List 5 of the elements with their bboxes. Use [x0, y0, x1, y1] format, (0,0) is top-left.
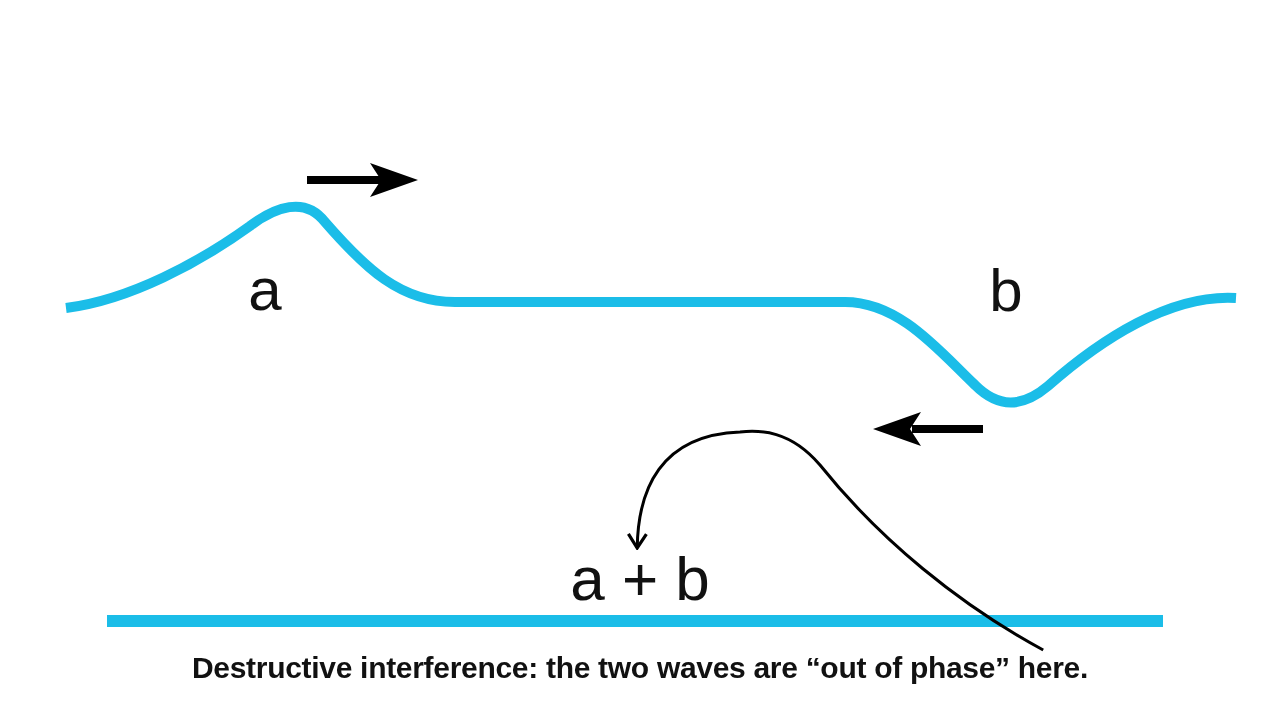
wave-label: b [989, 261, 1023, 321]
wave-label: a [248, 260, 282, 320]
caption-text: Destructive interference: the two waves are “out of phase” here. [191, 650, 1089, 686]
leader-line [627, 429, 1044, 652]
sum-label: a + b [570, 548, 710, 610]
